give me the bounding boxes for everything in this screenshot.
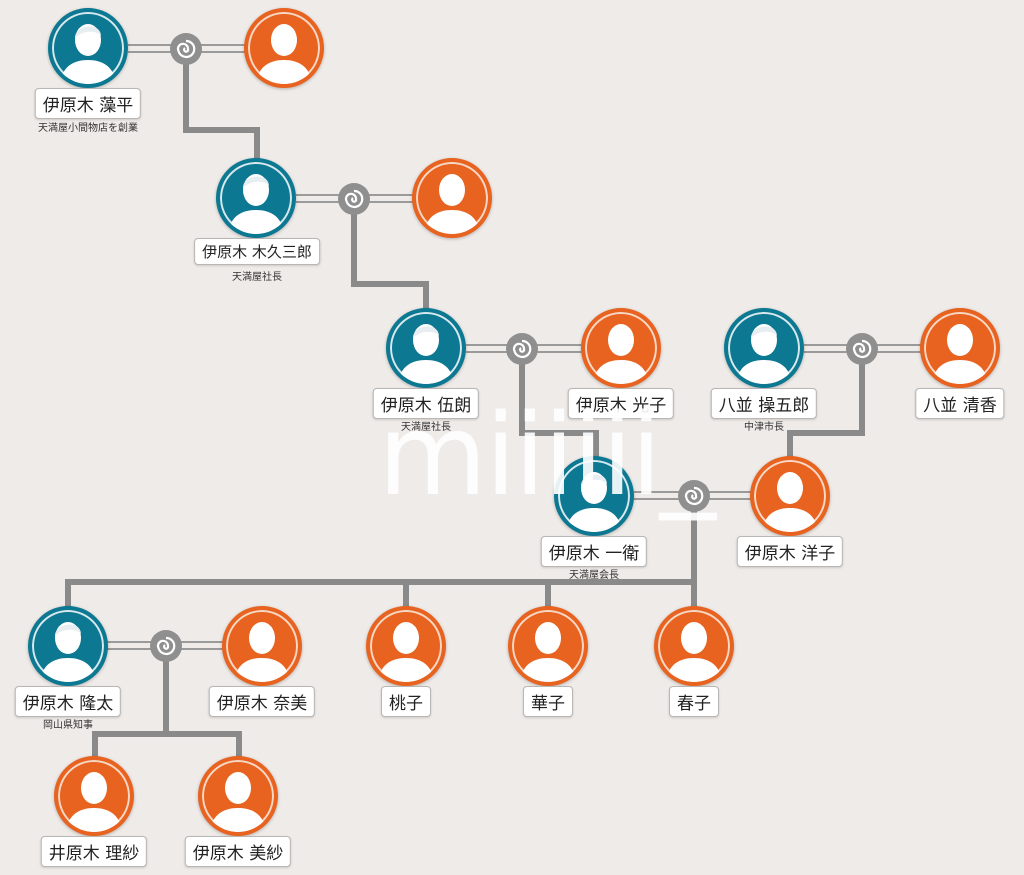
avatar-p1 (48, 8, 128, 88)
marriage-ring-icon (149, 629, 183, 663)
name-label-p9: 伊原木 一衛 (540, 536, 648, 567)
avatar-p2 (244, 8, 324, 88)
name-label-p1: 伊原木 藻平 (34, 88, 142, 119)
avatar-p5 (386, 308, 466, 388)
role-caption-p1: 天満屋小間物店を創業 (38, 123, 138, 134)
avatar-p16 (54, 756, 134, 836)
name-label-p3: 伊原木 木久三郎 (194, 238, 320, 265)
name-label-p8: 八並 清香 (915, 388, 1005, 419)
person-silhouette-icon (666, 622, 722, 682)
person-silhouette-icon (210, 772, 266, 832)
avatar-p4 (412, 158, 492, 238)
avatar-p17 (198, 756, 278, 836)
avatar-p8 (920, 308, 1000, 388)
descent-links (65, 61, 865, 761)
person-silhouette-icon (378, 622, 434, 682)
person-silhouette-icon (60, 24, 116, 84)
person-silhouette-icon (234, 622, 290, 682)
role-caption-p11: 岡山県知事 (43, 720, 93, 731)
person-silhouette-icon (66, 772, 122, 832)
avatar-p10 (750, 456, 830, 536)
name-label-p15: 春子 (669, 686, 719, 717)
role-caption-p9: 天満屋会長 (569, 570, 619, 581)
avatar-p11 (28, 606, 108, 686)
watermark-text: miiiiii_ (378, 391, 716, 521)
person-silhouette-icon (40, 622, 96, 682)
name-label-p11: 伊原木 隆太 (14, 686, 122, 717)
avatar-p13 (366, 606, 446, 686)
name-label-p6: 伊原木 光子 (567, 388, 675, 419)
marriage-ring-icon (845, 332, 879, 366)
marriage-ring-icon (337, 182, 371, 216)
name-label-p17: 伊原木 美紗 (184, 836, 292, 867)
person-silhouette-icon (593, 324, 649, 384)
marriage-ring-icon (169, 32, 203, 66)
avatar-p7 (724, 308, 804, 388)
person-silhouette-icon (520, 622, 576, 682)
role-caption-p7: 中津市長 (744, 422, 784, 433)
person-silhouette-icon (398, 324, 454, 384)
role-caption-p5: 天満屋社長 (401, 422, 451, 433)
name-label-p5: 伊原木 伍朗 (372, 388, 480, 419)
marriage-ring-icon (505, 332, 539, 366)
name-label-p13: 桃子 (381, 686, 431, 717)
avatar-p12 (222, 606, 302, 686)
name-label-p7: 八並 操五郎 (710, 388, 818, 419)
name-label-p10: 伊原木 洋子 (736, 536, 844, 567)
person-silhouette-icon (762, 472, 818, 532)
person-silhouette-icon (736, 324, 792, 384)
avatar-p15 (654, 606, 734, 686)
avatar-p3 (216, 158, 296, 238)
name-label-p16: 井原木 理紗 (40, 836, 148, 867)
avatar-p9 (554, 456, 634, 536)
marriage-ring-icon (677, 479, 711, 513)
person-silhouette-icon (932, 324, 988, 384)
name-label-p14: 華子 (523, 686, 573, 717)
person-silhouette-icon (566, 472, 622, 532)
person-silhouette-icon (228, 174, 284, 234)
name-label-p12: 伊原木 奈美 (208, 686, 316, 717)
person-silhouette-icon (424, 174, 480, 234)
avatar-p14 (508, 606, 588, 686)
role-caption-p3: 天満屋社長 (232, 272, 282, 283)
person-silhouette-icon (256, 24, 312, 84)
avatar-p6 (581, 308, 661, 388)
